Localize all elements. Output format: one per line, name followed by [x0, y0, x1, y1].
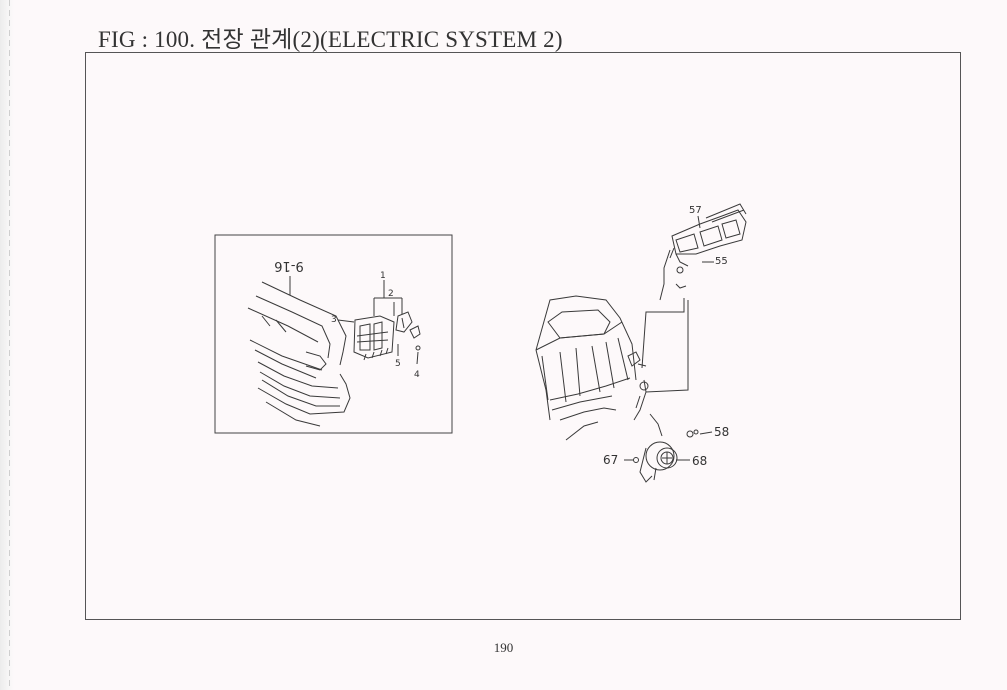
inset-callout-5: 5	[395, 359, 401, 369]
scan-edge	[0, 0, 14, 690]
upper-lamp-assembly	[669, 203, 747, 289]
page-title: FIG : 100. 전장 관계(2)(ELECTRIC SYSTEM 2)	[98, 27, 563, 52]
figure-frame	[85, 52, 961, 620]
main-callout-55: 55	[715, 256, 728, 267]
vehicle-front-outline	[247, 281, 351, 427]
inset-reference-label: 9-16	[274, 258, 304, 273]
inset-lamp-unit	[353, 311, 421, 361]
horn-assembly	[633, 429, 699, 483]
inset-detail: 9-16	[214, 234, 453, 434]
main-callout-57: 57	[689, 205, 702, 216]
wiring-harness	[633, 249, 689, 437]
inset-callout-2: 2	[388, 289, 394, 299]
main-assembly: 57 55 58 67 68	[535, 203, 747, 483]
scan-edge-line	[9, 0, 10, 690]
page-number: 190	[493, 640, 514, 655]
inset-callout-4: 4	[414, 370, 420, 380]
main-callout-58: 58	[714, 425, 729, 439]
main-callout-67: 67	[603, 453, 618, 467]
inset-callout-3: 3	[331, 315, 337, 325]
inset-callout-1: 1	[380, 271, 386, 281]
main-callout-68: 68	[692, 454, 707, 468]
vehicle-cab-outline	[535, 295, 647, 441]
